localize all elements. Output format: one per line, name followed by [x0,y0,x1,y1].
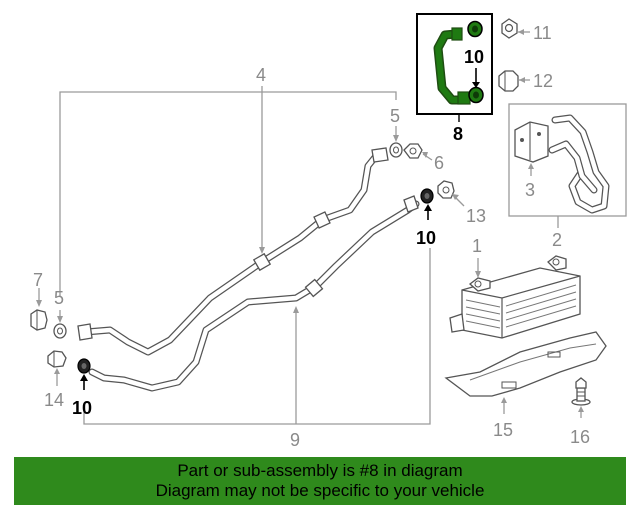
callout-10-top-arrowhead [472,82,480,88]
part-2-pipe-assembly[interactable] [548,114,610,214]
callout-9-bracket [83,248,431,425]
part-13-nut[interactable] [437,180,465,207]
callout-2: 2 [552,230,562,250]
part-10-seal-middle[interactable] [420,188,434,220]
callout-3: 3 [525,180,535,200]
callout-6: 6 [434,153,444,173]
part-2-group-box [508,103,627,217]
part-3-bracket[interactable] [514,121,549,176]
part-14-nut[interactable] [47,350,67,386]
part-8-hose-fill [435,31,465,103]
callout-16: 16 [570,427,590,447]
callout-5-upper: 5 [390,106,400,126]
callout-4-bracket [59,91,397,296]
part-6-nut[interactable] [403,143,433,161]
callout-5-lower: 5 [54,288,64,308]
banner-line-2: Diagram may not be specific to your vehi… [155,481,485,500]
part-5-seal-lower[interactable] [53,310,67,339]
info-banner: Part or sub-assembly is #8 in diagram Di… [14,457,626,505]
callout-12: 12 [533,71,553,91]
banner-line-1: Part or sub-assembly is #8 in diagram [177,461,463,480]
callout-15: 15 [493,420,513,440]
part-12-nut[interactable] [498,70,530,92]
part-1-oil-cooler[interactable] [449,255,581,339]
part-16-bolt[interactable] [571,377,591,418]
part-7-nut[interactable] [30,288,48,331]
part-5-seal-upper[interactable] [389,126,403,158]
callout-10-middle: 10 [416,228,436,248]
part-10-seal-bottom-hole [473,91,479,99]
callout-8: 8 [453,124,463,144]
part-15-shield[interactable] [444,331,607,397]
part-11-nut[interactable] [501,18,530,39]
callout-14: 14 [44,390,64,410]
callout-4: 4 [256,65,266,85]
part-4-upper-cooler-line[interactable] [77,147,389,356]
part-8-fitting-bottom [457,91,471,105]
part-10-seal-top-hole [472,25,478,33]
callout-13: 13 [466,206,486,226]
callout-9: 9 [290,430,300,450]
callout-10-top: 10 [464,47,484,67]
part-9-lower-cooler-line[interactable] [88,195,420,392]
part-8-fitting-top [451,27,463,41]
callout-1: 1 [472,236,482,256]
part-10-seal-lower[interactable] [77,358,91,390]
part-8-highlight-group[interactable]: 10 [416,13,493,122]
callout-7: 7 [33,270,43,290]
callout-10-lower: 10 [72,398,92,418]
part-8-highlight-box [416,13,493,115]
callout-11: 11 [533,23,552,43]
